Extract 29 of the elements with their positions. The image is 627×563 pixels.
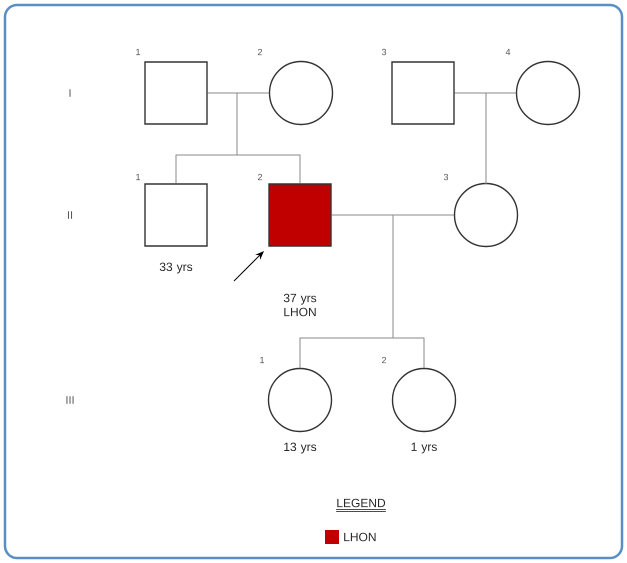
female-circle <box>392 368 456 432</box>
age-label: 1 yrs <box>412 442 437 454</box>
descent-line <box>486 92 516 184</box>
generation-label: II <box>68 211 72 219</box>
affected-male-square <box>268 183 332 247</box>
male-square <box>144 61 208 125</box>
legend-title: LEGEND <box>336 498 386 512</box>
female-circle <box>516 60 580 126</box>
female-circle <box>268 368 332 432</box>
individual-number: 2 <box>258 48 262 56</box>
legend-label: LHON <box>344 532 376 542</box>
age-label: 37 yrs LHON <box>284 294 316 316</box>
individual-number: 2 <box>258 174 262 180</box>
individual-number: 2 <box>382 356 386 364</box>
descent-line <box>392 214 454 368</box>
female-circle <box>454 182 518 248</box>
individual-number: 1 <box>136 48 140 56</box>
individual-number: 4 <box>506 48 510 56</box>
female-circle <box>268 60 334 126</box>
descent-line <box>236 92 300 184</box>
age-label: 33 yrs <box>160 262 192 274</box>
male-square <box>391 61 455 125</box>
male-square <box>144 183 208 247</box>
individual-number: 3 <box>444 174 448 180</box>
individual-number: 1 <box>260 356 264 364</box>
individual-number: 1 <box>136 174 140 180</box>
individual-number: 3 <box>382 48 386 56</box>
age-label: 13 yrs <box>284 442 316 454</box>
generation-label: III <box>66 396 74 404</box>
